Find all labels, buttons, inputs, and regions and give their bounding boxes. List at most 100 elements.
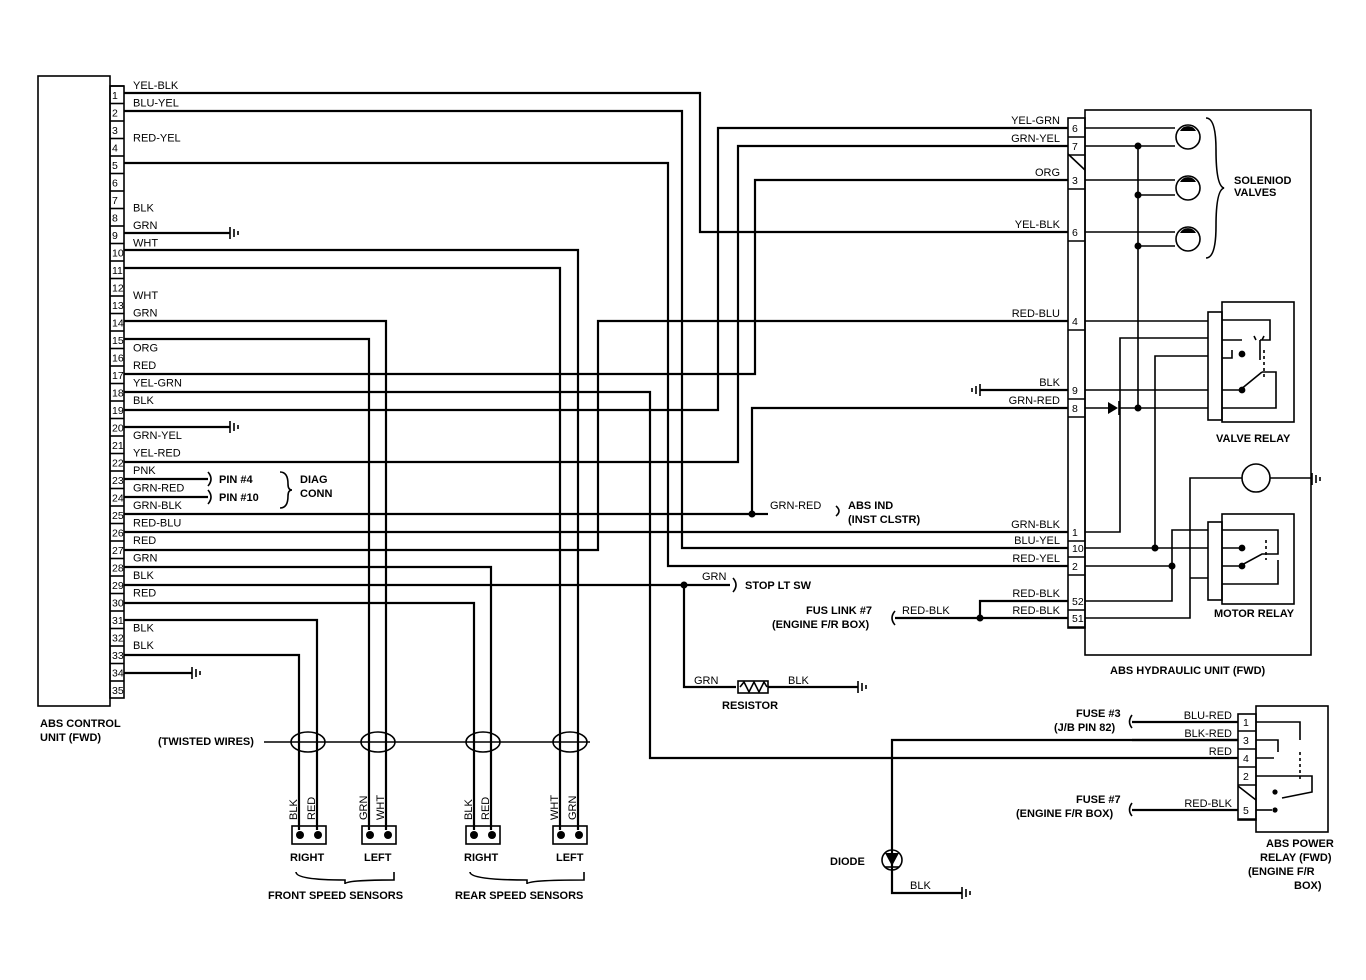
ecu-pin-24: 24 — [112, 493, 124, 505]
valve-relay — [1207, 301, 1295, 423]
ecu-wire-label-14: GRN — [133, 308, 158, 320]
abs-ind: GRN-RED ABS IND (INST CLSTR) — [770, 500, 920, 526]
diag-pin4: PIN #4 — [219, 474, 254, 486]
ecu-pin-5: 5 — [112, 160, 118, 172]
ecu-wire-label-4: RED-YEL — [133, 133, 181, 145]
diag-pin10: PIN #10 — [219, 492, 259, 504]
ecu-wire-label-30: RED — [133, 588, 156, 600]
ecu-pin-25: 25 — [112, 510, 124, 522]
ecu-wire-label-23: PNK — [133, 465, 156, 477]
ecu-pin-1: 1 — [112, 90, 118, 102]
ecu-wire-label-9: GRN — [133, 220, 158, 232]
ecu-pin-18: 18 — [112, 388, 124, 400]
sensor-wire-front_right-0: BLK — [288, 799, 300, 820]
ecu-pin-8: 8 — [112, 213, 118, 225]
fuse7-title-1: FUSE #7 — [1076, 794, 1121, 806]
ecu-wire-label-16: ORG — [133, 343, 158, 355]
front-right-label: RIGHT — [290, 852, 325, 864]
hyd-pin-7: 1 — [1072, 527, 1078, 539]
ecu-pin-7: 7 — [112, 195, 118, 207]
fus-link: FUS LINK #7 (ENGINE F/R BOX) RED-BLK — [772, 605, 950, 631]
hyd-wire-1: GRN-YEL — [1011, 133, 1060, 145]
pr-wire-1: BLK-RED — [1184, 728, 1232, 740]
pr-pin-1: 3 — [1243, 735, 1249, 747]
ecu-pin-33: 33 — [112, 650, 124, 662]
ecu-wire-label-8: BLK — [133, 203, 154, 215]
ecu-wire-label-18: YEL-GRN — [133, 378, 182, 390]
resistor-wire-in: GRN — [694, 675, 719, 687]
pr-title-3: (ENGINE F/R — [1248, 866, 1315, 878]
resistor: GRN BLK RESISTOR — [694, 675, 809, 712]
hyd-pin-9: 2 — [1072, 561, 1078, 573]
pump-motor-icon — [1241, 463, 1271, 493]
ecu-title-2: UNIT (FWD) — [40, 732, 101, 744]
ecu-pin-16: 16 — [112, 353, 124, 365]
ecu-wire-label-19: BLK — [133, 395, 154, 407]
fus-link-title-1: FUS LINK #7 — [806, 605, 872, 617]
ecu-wire-label-22: YEL-RED — [133, 448, 181, 460]
ecu-pin-4: 4 — [112, 143, 118, 155]
diag-title-2: CONN — [300, 488, 332, 500]
hyd-pin-11: 51 — [1072, 613, 1084, 625]
ecu-wire-label-21: GRN-YEL — [133, 430, 182, 442]
fuse7-title-2: (ENGINE F/R BOX) — [1016, 808, 1114, 820]
ground-symbols — [191, 227, 1321, 899]
pr-pin-2: 4 — [1243, 753, 1249, 765]
sensor-wire-front_left-0: GRN — [358, 796, 370, 821]
ecu-pin-13: 13 — [112, 300, 124, 312]
hyd-pin-0: 6 — [1072, 123, 1078, 135]
ecu-wire-label-1: YEL-BLK — [133, 80, 179, 92]
resistor-label: RESISTOR — [722, 700, 778, 712]
ecu-wire-label-13: WHT — [133, 290, 158, 302]
front-sensors-label: FRONT SPEED SENSORS — [268, 890, 403, 902]
sensor-wire-front_right-1: RED — [306, 797, 318, 820]
hyd-title: ABS HYDRAULIC UNIT (FWD) — [1110, 665, 1266, 677]
hydraulic-unit: 6YEL-GRN7GRN-YEL3ORG6YEL-BLK4RED-BLU9BLK… — [1009, 109, 1312, 677]
hyd-wire-11: RED-BLK — [1012, 605, 1060, 617]
abs-control-unit: 1234567891011121314151617181920212223242… — [37, 75, 125, 744]
pr-title-2: RELAY (FWD) — [1260, 852, 1332, 864]
solenoid-title-2: VALVES — [1234, 187, 1276, 199]
ecu-wire-label-27: RED — [133, 535, 156, 547]
front-left-label: LEFT — [364, 852, 392, 864]
ecu-pin-2: 2 — [112, 108, 118, 120]
ecu-pin-15: 15 — [112, 335, 124, 347]
ecu-pin-19: 19 — [112, 405, 124, 417]
twisted-wires: (TWISTED WIRES) — [158, 731, 590, 753]
hyd-wire-0: YEL-GRN — [1011, 115, 1060, 127]
wiring — [124, 91, 1238, 895]
ecu-wire-label-25: GRN-BLK — [133, 500, 183, 512]
ecu-pin-20: 20 — [112, 423, 124, 435]
sensor-wire-rear_right-1: RED — [480, 797, 492, 820]
hyd-wire-10: RED-BLK — [1012, 588, 1060, 600]
ecu-pin-21: 21 — [112, 440, 124, 452]
ecu-pin-23: 23 — [112, 475, 124, 487]
ecu-wire-label-17: RED — [133, 360, 156, 372]
ecu-pin-14: 14 — [112, 318, 124, 330]
ecu-wire-label-33: BLK — [133, 640, 154, 652]
ecu-wire-label-26: RED-BLU — [133, 518, 181, 530]
hyd-pin-4: 4 — [1072, 316, 1078, 328]
ecu-pin-31: 31 — [112, 615, 124, 627]
fus-link-wire: RED-BLK — [902, 605, 950, 617]
abs-power-relay: FUSE #3 (J/B PIN 82) FUSE #7 (ENGINE F/R… — [1016, 705, 1334, 892]
ecu-pin-34: 34 — [112, 668, 124, 680]
ecu-wire-label-28: GRN — [133, 553, 158, 565]
ecu-pin-30: 30 — [112, 598, 124, 610]
hyd-pin-2: 3 — [1072, 175, 1078, 187]
pr-title-1: ABS POWER — [1266, 838, 1334, 850]
ecu-wire-label-2: BLU-YEL — [133, 98, 179, 110]
hyd-pin-10: 52 — [1072, 596, 1084, 608]
fuse3-title-2: (J/B PIN 82) — [1054, 722, 1115, 734]
ecu-pin-9: 9 — [112, 230, 118, 242]
pr-pin-0: 1 — [1243, 717, 1249, 729]
diode: DIODE BLK — [830, 849, 931, 892]
hyd-wire-3: YEL-BLK — [1015, 219, 1061, 231]
ecu-pin-12: 12 — [112, 283, 124, 295]
twisted-label: (TWISTED WIRES) — [158, 736, 254, 748]
ecu-pin-3: 3 — [112, 125, 118, 137]
rear-left-label: LEFT — [556, 852, 584, 864]
fuse3-title-1: FUSE #3 — [1076, 708, 1121, 720]
diode-label: DIODE — [830, 856, 865, 868]
